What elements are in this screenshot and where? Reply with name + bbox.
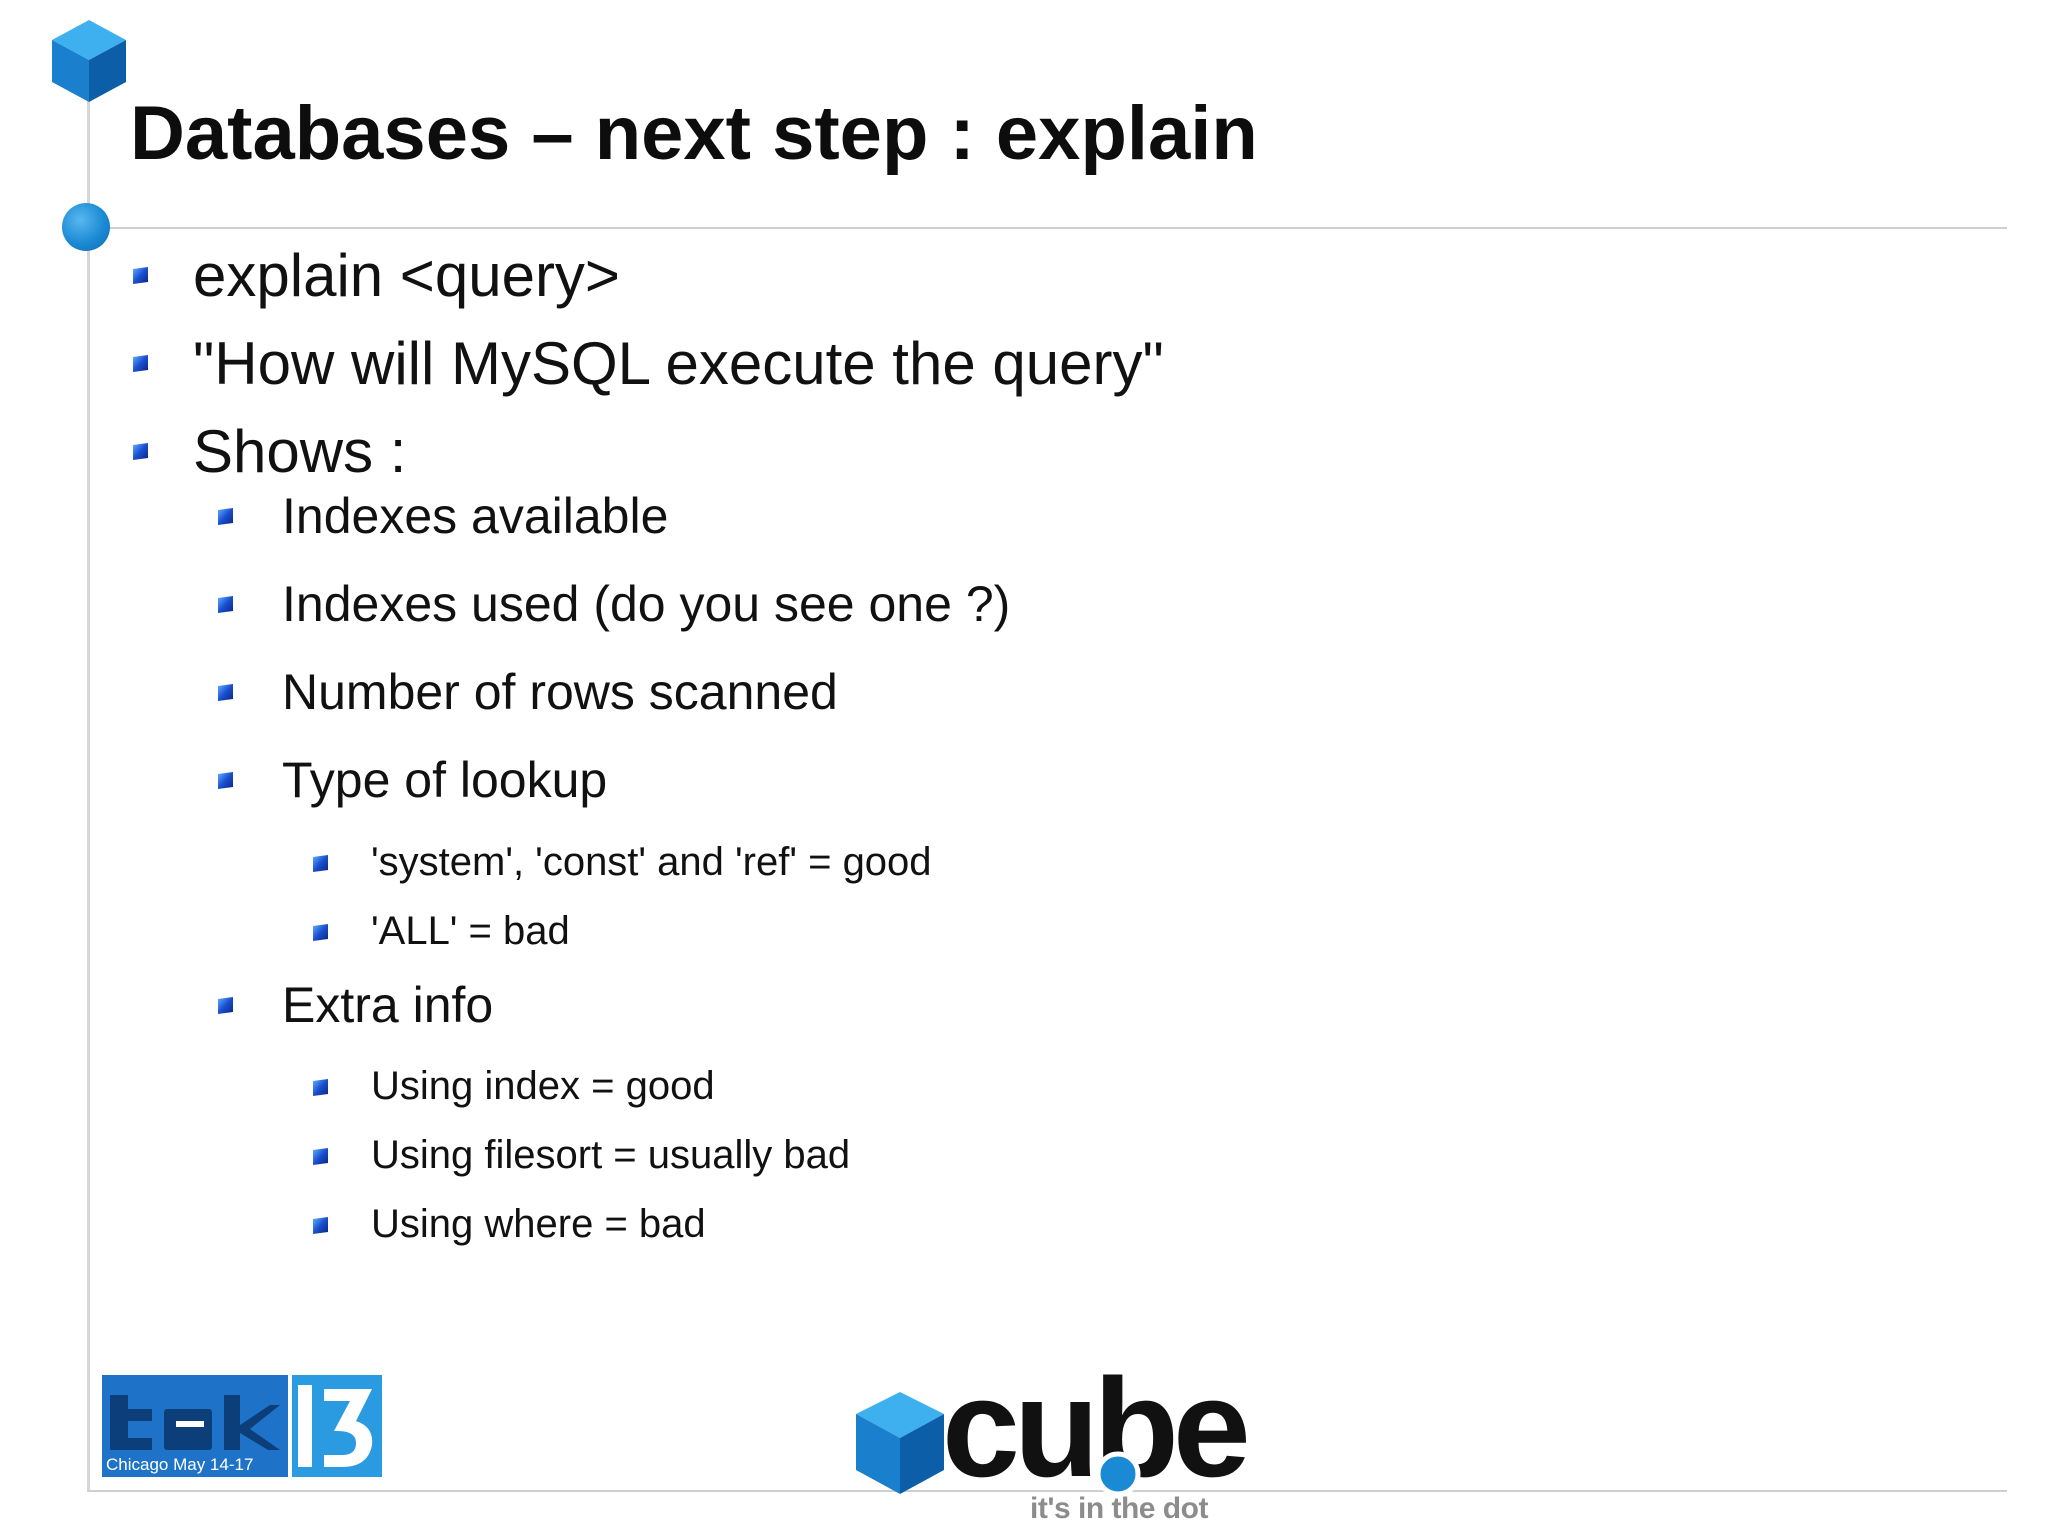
bullet-icon [313,923,328,942]
bullet-icon [313,1078,328,1097]
bullet-text: Using where = bad [371,1202,706,1246]
bullet-text: "How will MySQL execute the query" [193,330,1164,397]
bullet-icon [218,595,233,614]
title-underline [87,227,2007,229]
bullet-icon [133,354,148,373]
tek13-logo: Chicago May 14-17 [102,1375,382,1477]
bullet-icon [218,683,233,702]
sub-bullet-item: Type of lookup [218,752,608,808]
footer-rule [87,1490,2007,1492]
bullet-item: Shows : [133,422,406,482]
cube-logo: cube [856,1352,1253,1506]
bullet-icon [133,442,148,461]
tek-subtitle: Chicago May 14-17 [106,1455,253,1474]
sub-sub-bullet-item: Using filesort = usually bad [313,1133,851,1177]
slide-title: Databases – next step : explain [130,91,1258,176]
sub-bullet-item: Indexes used (do you see one ?) [218,576,1011,632]
bullet-icon [218,771,233,790]
bullet-text: Extra info [282,977,494,1033]
bullet-text: Indexes available [282,488,669,544]
bullet-text: 'ALL' = bad [371,909,570,953]
bullet-text: Using filesort = usually bad [371,1133,851,1177]
bullet-icon [313,1216,328,1235]
bullet-text: Indexes used (do you see one ?) [282,576,1011,632]
bullet-text: Shows : [193,418,407,485]
bullet-icon [218,996,233,1015]
sub-sub-bullet-item: Using where = bad [313,1202,706,1246]
sub-sub-bullet-item: 'system', 'const' and 'ref' = good [313,840,932,884]
bullet-text: explain <query> [193,242,620,309]
bullet-text: Using index = good [371,1064,715,1108]
blue-dot-icon [62,203,110,251]
sub-sub-bullet-item: Using index = good [313,1064,715,1108]
cube-tagline: it's in the dot [1030,1492,1208,1525]
sub-bullet-item: Extra info [218,977,494,1033]
vertical-rule [87,80,90,1490]
bullet-icon [133,266,148,285]
bullet-text: Number of rows scanned [282,664,838,720]
bullet-icon [313,854,328,873]
bullet-item: explain <query> [133,246,620,306]
bullet-item: "How will MySQL execute the query" [133,334,1164,394]
bullet-text: 'system', 'const' and 'ref' = good [371,840,932,884]
sub-bullet-item: Indexes available [218,488,669,544]
sub-bullet-item: Number of rows scanned [218,664,838,720]
cube-wordmark: cube [942,1352,1247,1506]
bullet-text: Type of lookup [282,752,608,808]
sub-sub-bullet-item: 'ALL' = bad [313,909,570,953]
bullet-icon [313,1147,328,1166]
bullet-icon [218,507,233,526]
cube-corner-icon [52,20,126,102]
